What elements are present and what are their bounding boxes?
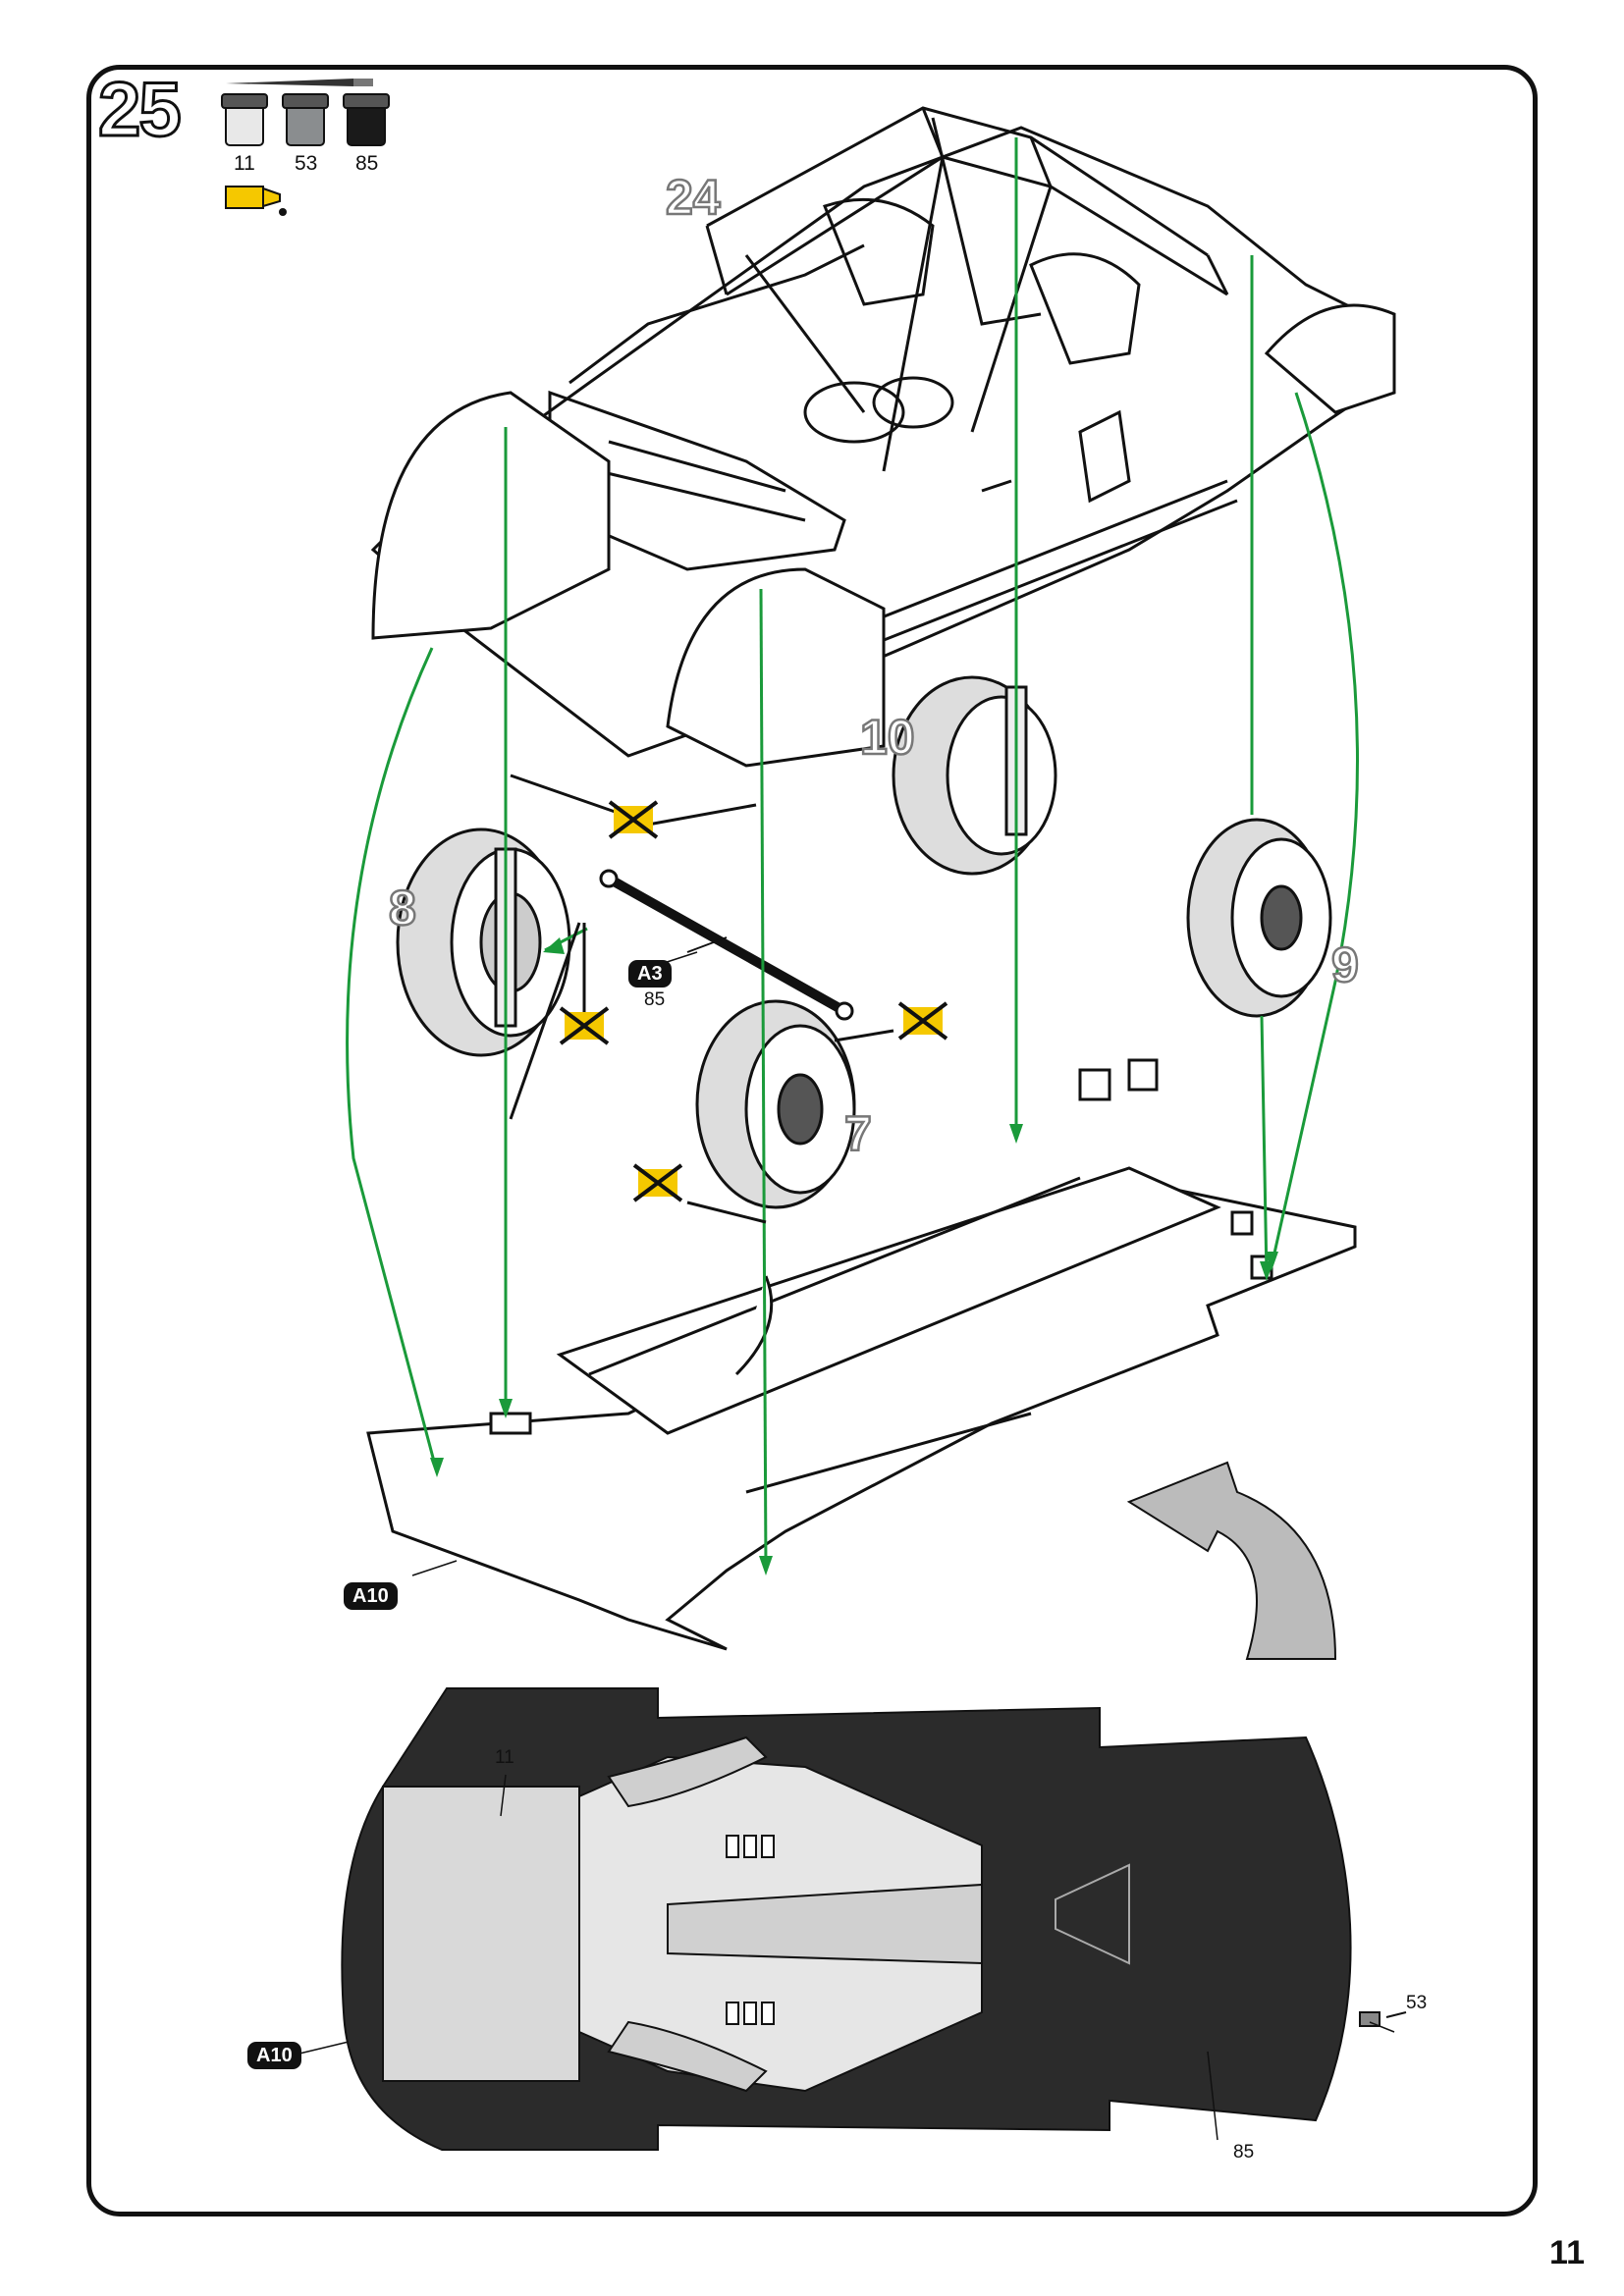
callout-11: 11	[495, 1747, 514, 1768]
car-body-shell	[370, 106, 1396, 768]
underside-chassis	[341, 1687, 1407, 2151]
callout-85: 85	[1233, 2142, 1255, 2163]
part-a3-bar	[599, 869, 854, 1021]
paint-code-11: 11	[234, 152, 255, 175]
arrow-heads	[430, 937, 1278, 1575]
wheel-8	[396, 828, 571, 1057]
paint-pot-11-icon	[221, 93, 268, 146]
page-frame	[86, 65, 1538, 2216]
wheel-number-9: 9	[1330, 937, 1360, 992]
page-number: 11	[1549, 2234, 1585, 2271]
part-a3-paint: 85	[644, 989, 666, 1010]
wheel-10	[892, 675, 1057, 876]
step-number: 25	[97, 66, 184, 152]
wheel-number-8: 8	[388, 881, 417, 935]
rotate-arrow-icon	[1126, 1461, 1337, 1660]
part-a10-tag: A10	[344, 1582, 398, 1610]
callout-53: 53	[1406, 1993, 1428, 2013]
wheel-9	[1186, 818, 1332, 1018]
part-a3-tag: A3	[628, 960, 672, 988]
body-number: 24	[665, 170, 722, 225]
wheel-7	[695, 999, 856, 1209]
direction-arrows	[509, 774, 894, 1224]
no-glue-markers	[559, 800, 948, 1202]
paint-code-53: 53	[295, 152, 318, 175]
paint-pot-53-icon	[282, 93, 329, 146]
paint-code-85: 85	[355, 152, 379, 175]
brush-icon	[226, 79, 373, 86]
wheel-number-10: 10	[859, 710, 916, 765]
assembly-arrows	[346, 137, 1359, 1572]
glue-tube-icon	[225, 186, 287, 216]
chassis-plate-a10	[366, 1058, 1357, 1651]
underside-a10-tag: A10	[247, 2042, 301, 2069]
paint-pot-85-icon	[343, 93, 390, 146]
wheel-number-7: 7	[843, 1106, 873, 1161]
